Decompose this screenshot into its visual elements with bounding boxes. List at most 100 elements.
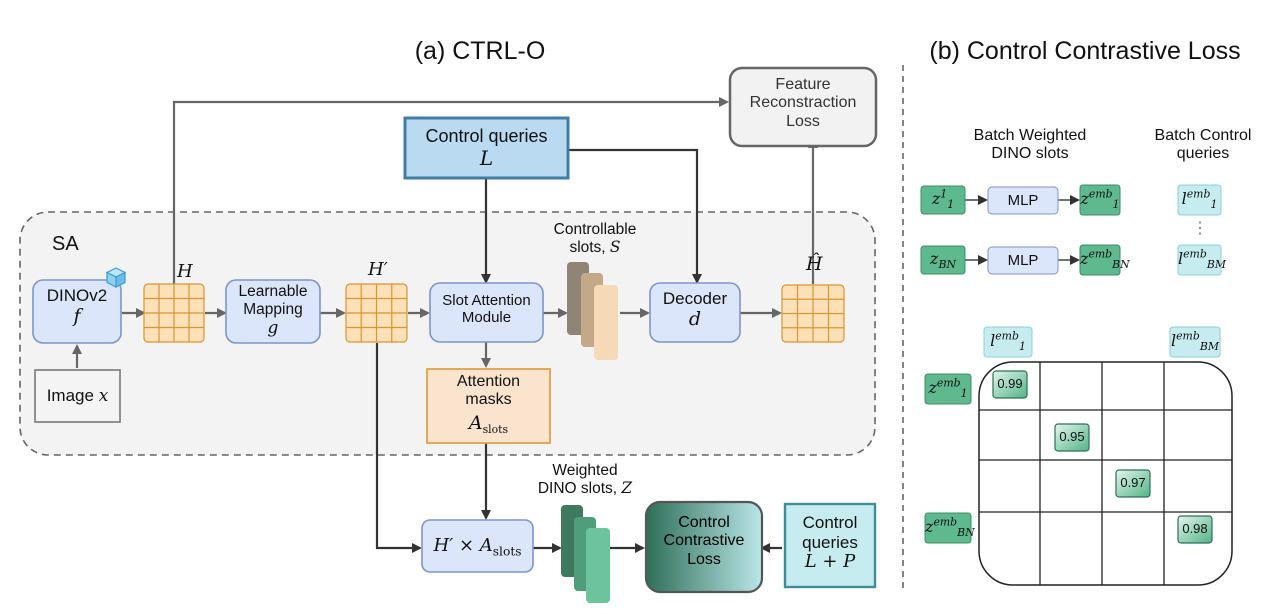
feature-loss-line1: Feature xyxy=(775,76,831,93)
col-lBM-label: lembBM xyxy=(1171,329,1219,354)
feature-loss-line2: Reconstraction xyxy=(749,94,857,112)
ccl-line2: Contrastive xyxy=(663,532,745,550)
ccl-box xyxy=(644,500,764,594)
title-ctrl-o: (a) CTRL-O xyxy=(414,37,546,65)
control-queries-2-box xyxy=(783,502,877,589)
ccl-label: Control Contrastive Loss xyxy=(646,514,762,569)
batch-control-line2: queries xyxy=(1176,145,1230,163)
controllable-slots-line1: Controllable xyxy=(553,221,637,238)
row-z1-label: zemb1 xyxy=(928,376,968,401)
image-text: Image xyxy=(46,386,99,405)
controllable-slots-label: Controllable slots, S xyxy=(540,221,650,257)
feature-grid-Hhat xyxy=(781,284,845,343)
sa-label: SA xyxy=(52,233,79,255)
weighted-slots-var: Z xyxy=(621,478,633,497)
mlp-label-2: MLP xyxy=(1007,252,1039,269)
decoder-label: Decoder d xyxy=(650,289,740,330)
arrow-H-to-loss xyxy=(172,97,729,285)
H-label: H xyxy=(177,261,193,282)
zBN-chip xyxy=(920,245,966,275)
frozen-cube-icon xyxy=(105,267,127,288)
z1emb-chip xyxy=(1079,184,1121,216)
decoder-name: Decoder xyxy=(662,289,728,308)
batch-weighted-line2: DINO slots xyxy=(991,145,1069,163)
Hprime-label: H′ xyxy=(368,259,388,280)
control-queries-var: L xyxy=(479,145,494,170)
control-queries-label: Control queries L xyxy=(405,126,568,170)
mlp-box-2 xyxy=(987,246,1059,275)
slot-attention-line2: Module xyxy=(461,309,512,327)
weighted-slots-line1: Weighted xyxy=(552,462,618,479)
zBNemb-label: zembBN xyxy=(1080,247,1130,272)
product-sub: slots xyxy=(492,544,522,559)
col-l1-chip xyxy=(983,326,1033,358)
dino-name: DINOv2 xyxy=(46,286,108,305)
l1emb-chip xyxy=(1177,184,1222,216)
control-queries-2-label: Control queries L + P xyxy=(785,513,875,573)
score-cell-1: 0.99 xyxy=(997,376,1023,391)
col-l1-label: lemb1 xyxy=(990,329,1026,354)
slot-attention-line1: Slot Attention xyxy=(442,292,531,309)
batch-weighted-label: Batch Weighted DINO slots xyxy=(945,127,1115,164)
dino-var: f xyxy=(73,304,81,327)
batch-control-line1: Batch Control xyxy=(1154,127,1252,144)
row-zBN-label: zembBN xyxy=(925,515,975,540)
mlp-box-1 xyxy=(987,186,1059,215)
slot-attention-box xyxy=(429,282,544,343)
attention-masks-sub: slots xyxy=(482,422,509,436)
control-queries-text: Control queries xyxy=(425,126,548,146)
z1-label: z11 xyxy=(931,187,955,212)
image-label: Image x xyxy=(35,386,120,407)
mapping-box xyxy=(225,279,321,344)
mlp-label-1: MLP xyxy=(1007,192,1039,209)
similarity-matrix xyxy=(978,361,1233,586)
control-queries-box xyxy=(403,116,570,180)
decoder-box xyxy=(649,282,741,343)
lBMemb-label: lembBM xyxy=(1178,247,1226,272)
attention-masks-line2: masks xyxy=(465,391,512,409)
mapping-line2: Mapping xyxy=(243,300,303,318)
decoder-var: d xyxy=(688,307,702,330)
z1emb-label: zemb1 xyxy=(1080,187,1120,212)
cq2-line1: Control xyxy=(802,513,858,532)
mapping-line1: Learnable xyxy=(238,283,308,300)
feature-loss-label: Feature Reconstraction Loss xyxy=(730,76,876,131)
l1emb-label: lemb1 xyxy=(1181,187,1218,212)
weighted-slots-line2: DINO slots, xyxy=(537,479,622,497)
ccl-line3: Loss xyxy=(687,550,721,568)
attention-masks-label: Attention masks Aslots xyxy=(427,373,550,435)
col-lBM-chip xyxy=(1169,326,1221,358)
row-z1-chip xyxy=(924,373,972,405)
row-zBN-chip xyxy=(924,512,972,544)
slot-attention-label: Slot Attention Module xyxy=(430,292,543,327)
Hhat-label: Ĥ xyxy=(806,253,823,275)
feature-loss-box xyxy=(728,66,878,148)
weighted-slots-label: Weighted DINO slots, Z xyxy=(520,462,650,498)
ccl-line1: Control xyxy=(678,514,730,531)
score-cell-3: 0.97 xyxy=(1120,475,1146,490)
zBNemb-chip xyxy=(1079,244,1121,276)
lBMemb-chip xyxy=(1177,244,1222,276)
controllable-slots-stack xyxy=(567,262,618,360)
feature-grid-Hprime xyxy=(345,283,408,343)
arrow-Hprime-product xyxy=(375,343,422,553)
cq2-var: L + P xyxy=(804,551,856,573)
cq2-line2: queries xyxy=(802,532,858,552)
product-label: H′ × Aslots xyxy=(422,535,533,559)
image-box xyxy=(34,369,121,423)
mapping-var: g xyxy=(267,317,279,338)
feature-grid-H xyxy=(143,283,205,343)
product-box xyxy=(421,519,534,573)
score-cell-2: 0.95 xyxy=(1059,429,1085,444)
weighted-slots-stack xyxy=(561,505,610,603)
vdots: ⋮ xyxy=(1192,220,1208,237)
batch-weighted-line1: Batch Weighted xyxy=(973,127,1087,144)
diag-score-cells xyxy=(992,370,1213,544)
controllable-slots-var: S xyxy=(609,237,621,256)
attention-masks-var: A xyxy=(468,411,483,434)
score-cell-4: 0.98 xyxy=(1182,521,1208,536)
arrow-cq-decoder xyxy=(568,148,702,284)
dino-box xyxy=(32,279,122,344)
dino-label: DINOv2 f xyxy=(33,286,121,327)
